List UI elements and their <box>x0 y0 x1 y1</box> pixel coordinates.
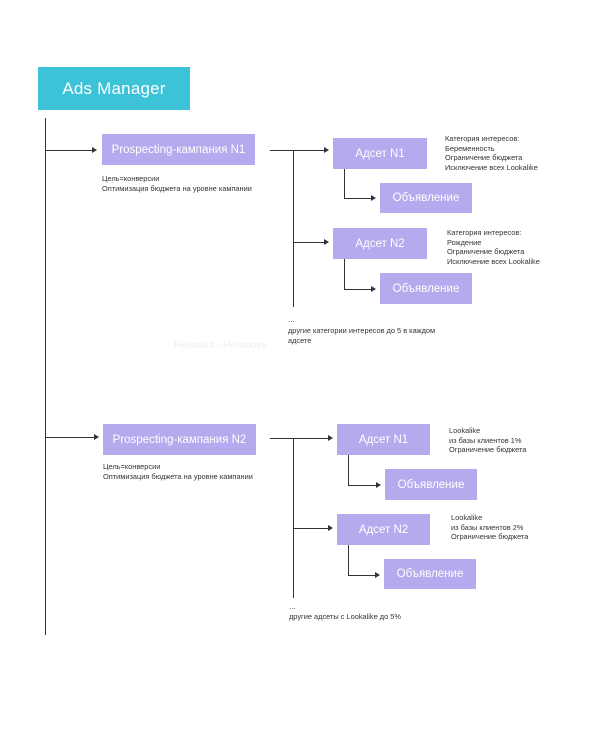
ad-1-1-box: Объявление <box>380 183 472 213</box>
adset-2-1-note: Ограничение бюджета <box>449 445 527 455</box>
ad-1-2-label: Объявление <box>392 282 460 295</box>
adset-1-2-ad-connector <box>344 289 372 290</box>
adset-1-2-notes: Категория интересов: Рождение Ограничени… <box>447 228 540 266</box>
ad-1-1-label: Объявление <box>392 192 460 204</box>
campaign-1-footer-line: другие категории интересов до 5 в каждом <box>288 326 436 335</box>
adset-1-2-label: Адсет N2 <box>355 237 405 250</box>
adset-2-2-note: из базы клиентов 2% <box>451 522 524 532</box>
campaign-1-branch-line <box>293 150 294 307</box>
watermark: Неповна - Непазову <box>174 340 267 351</box>
campaign-2-note: Цель=конверсии <box>103 462 161 471</box>
trunk-line <box>45 118 46 635</box>
adset-1-1-note: Исключение всех Lookalike <box>445 162 538 172</box>
adset-1-1-note: Беременность <box>445 143 495 153</box>
campaign-2-out-line <box>270 438 329 439</box>
adset-1-2-box: Адсет N2 <box>333 228 427 259</box>
adset-1-1-ad-line <box>344 169 345 198</box>
adset-2-2-note: Ограничение бюджета <box>451 532 529 542</box>
adset-1-1-box: Адсет N1 <box>333 138 427 169</box>
connector-campaign-2 <box>45 437 95 438</box>
campaign-1-note: Оптимизация бюджета на уровне кампании <box>102 183 252 193</box>
connector-adset-1-2 <box>293 242 325 243</box>
adset-2-2-box: Адсет N2 <box>337 514 430 545</box>
campaign-1-out-line <box>270 150 325 151</box>
arrow-ad-1-1 <box>371 195 376 201</box>
adset-2-2-ad-connector <box>348 575 376 576</box>
adset-1-2-ad-line <box>344 259 345 289</box>
connector-campaign-1 <box>45 150 93 151</box>
campaign-2-box: Prospecting-кампания N2 <box>103 424 256 455</box>
ad-2-1-label: Объявление <box>397 478 465 491</box>
ad-1-2-box: Объявление <box>380 273 472 304</box>
adset-1-1-label: Адсет N1 <box>355 147 405 160</box>
adset-2-2-note: Lookalike <box>451 513 483 522</box>
connector-adset-2-2 <box>293 528 329 529</box>
adset-2-1-ad-connector <box>348 485 377 486</box>
campaign-1-label: Prospecting-кампания N1 <box>111 143 246 156</box>
adset-1-1-note: Категория интересов: <box>445 134 520 143</box>
ad-2-2-box: Объявление <box>384 559 476 589</box>
adset-2-2-ad-line <box>348 545 349 575</box>
adset-2-1-label: Адсет N1 <box>358 433 409 446</box>
adset-2-1-note: Lookalike <box>449 426 481 435</box>
arrow-adset-2-1 <box>328 435 333 441</box>
adset-1-2-note: Исключение всех Lookalike <box>447 256 540 266</box>
ads-manager-label: Ads Manager <box>62 78 166 98</box>
adset-2-1-box: Адсет N1 <box>337 424 430 455</box>
ad-2-1-box: Объявление <box>385 469 477 500</box>
campaign-1-box: Prospecting-кампания N1 <box>102 134 255 165</box>
campaign-1-footer: другие категории интересов до 5 в каждом… <box>288 326 435 345</box>
campaign-2-note: Оптимизация бюджета на уровне кампании <box>103 471 253 481</box>
campaign-2-ellipsis: ... <box>289 602 296 611</box>
ad-2-2-label: Объявление <box>396 568 464 580</box>
adset-2-2-label: Адсет N2 <box>358 523 409 536</box>
adset-1-1-ad-connector <box>344 198 372 199</box>
campaign-2-branch-line <box>293 438 294 598</box>
arrow-ad-1-2 <box>371 286 376 292</box>
arrow-campaign-1 <box>92 147 97 153</box>
arrow-adset-1-1 <box>324 147 329 153</box>
adset-1-2-note: Рождение <box>447 237 482 247</box>
arrow-ad-2-2 <box>375 572 380 578</box>
campaign-2-footer: другие адсеты с Lookalike до 5% <box>289 612 401 622</box>
adset-1-1-note: Ограничение бюджета <box>445 153 523 163</box>
adset-2-1-notes: Lookalike из базы клиентов 1% Ограничени… <box>449 426 526 455</box>
arrow-ad-2-1 <box>376 482 381 488</box>
adset-1-2-note: Ограничение бюджета <box>447 247 525 257</box>
campaign-1-note: Цель=конверсии <box>102 174 160 183</box>
campaign-1-footer-line: адсете <box>288 335 312 345</box>
adset-2-2-notes: Lookalike из базы клиентов 2% Ограничени… <box>451 513 528 542</box>
campaign-2-label: Prospecting-кампания N2 <box>112 433 247 446</box>
adset-1-2-note: Категория интересов: <box>447 228 522 237</box>
arrow-adset-2-2 <box>328 525 333 531</box>
arrow-adset-1-2 <box>324 239 329 245</box>
arrow-campaign-2 <box>94 434 99 440</box>
ads-manager-box: Ads Manager <box>38 67 190 110</box>
campaign-1-ellipsis: ... <box>288 315 295 324</box>
campaign-1-notes: Цель=конверсии Оптимизация бюджета на ур… <box>102 174 252 193</box>
campaign-2-notes: Цель=конверсии Оптимизация бюджета на ур… <box>103 462 253 481</box>
adset-2-1-note: из базы клиентов 1% <box>449 435 522 445</box>
campaign-2-footer-line: другие адсеты с Lookalike до 5% <box>289 612 401 621</box>
adset-2-1-ad-line <box>348 455 349 485</box>
adset-1-1-notes: Категория интересов: Беременность Ограни… <box>445 134 538 172</box>
